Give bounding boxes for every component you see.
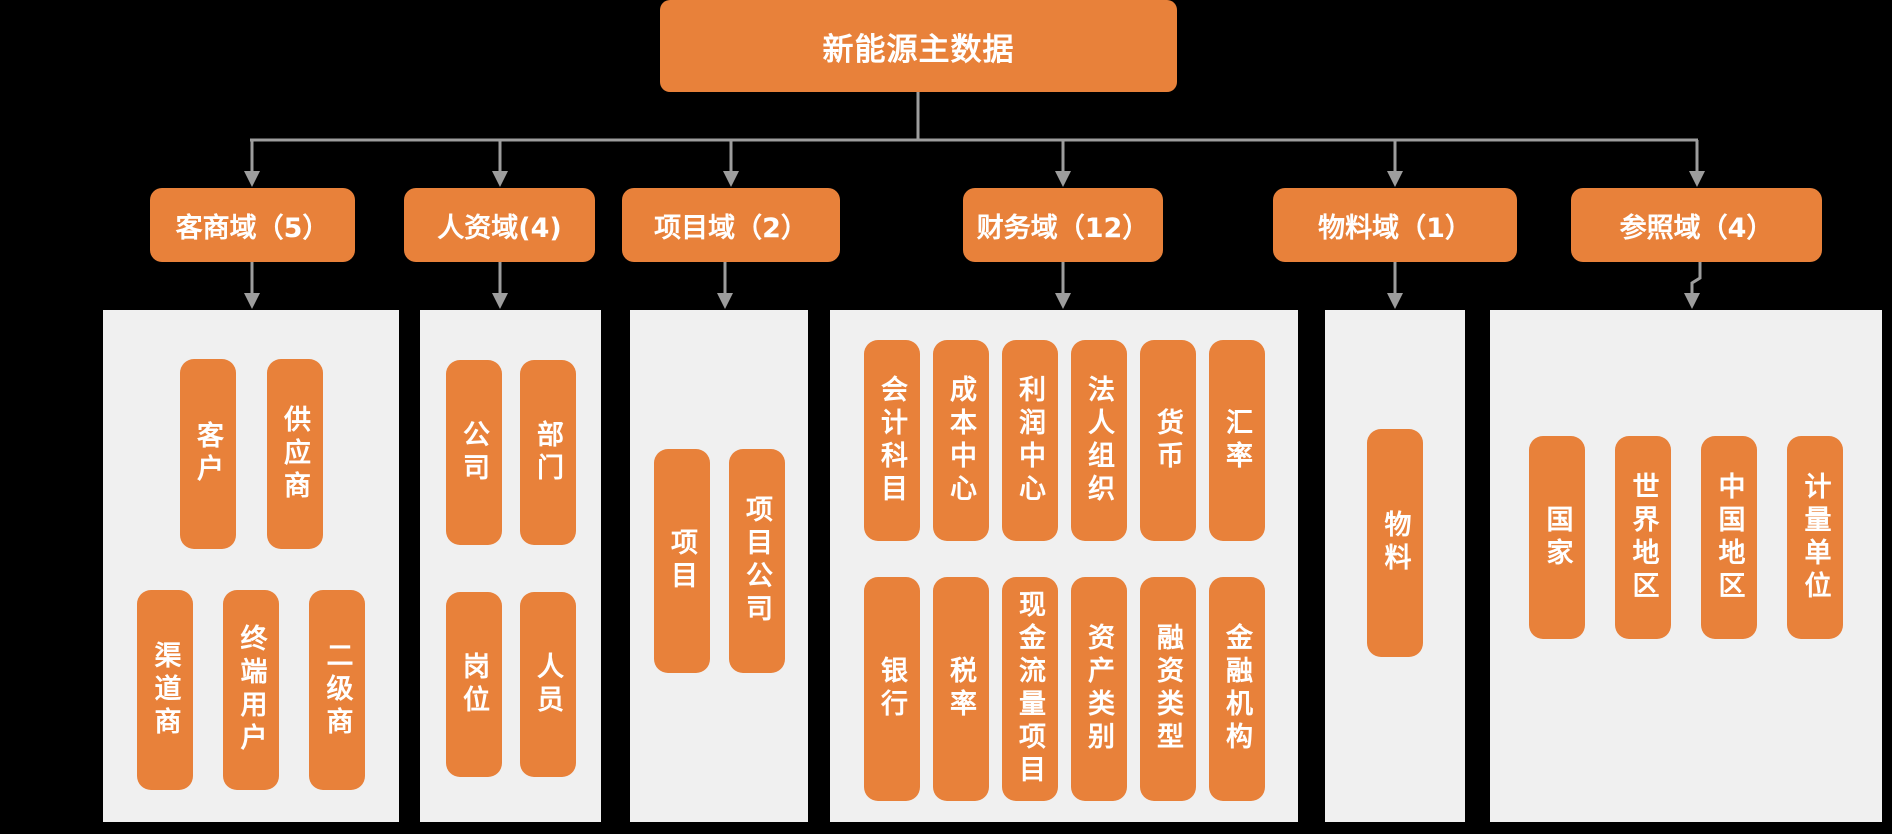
asset-category-pill: 资产类别 xyxy=(1070,577,1127,801)
pill-row: 渠道商 终端用户 二级商 xyxy=(137,590,365,790)
panel-material: 物料 xyxy=(1325,310,1465,822)
end-user-pill: 终端用户 xyxy=(223,590,279,790)
domain-header-material: 物料域（1） xyxy=(1273,188,1517,262)
currency-pill: 货币 xyxy=(1139,340,1196,541)
position-pill: 岗位 xyxy=(445,592,502,777)
pill-row: 国家 世界地区 中国地区 计量单位 xyxy=(1529,436,1843,639)
customer-pill: 客户 xyxy=(179,359,236,549)
financing-type-pill: 融资类型 xyxy=(1139,577,1196,801)
country-pill: 国家 xyxy=(1529,436,1585,639)
domain-header-human-resources: 人资域(4) xyxy=(404,188,595,262)
world-region-pill: 世界地区 xyxy=(1615,436,1671,639)
panel-finance: 会计科目 成本中心 利润中心 法人组织 货币 汇率 银行 税率 现金流量项目 资… xyxy=(830,310,1298,822)
cash-flow-item-pill: 现金流量项目 xyxy=(1001,577,1058,801)
pill-row: 岗位 人员 xyxy=(445,592,576,777)
project-pill: 项目 xyxy=(653,449,710,673)
domain-header-reference: 参照域（4） xyxy=(1571,188,1822,262)
tax-rate-pill: 税率 xyxy=(932,577,989,801)
root-node: 新能源主数据 xyxy=(660,0,1177,92)
pill-row: 公司 部门 xyxy=(445,360,576,545)
material-pill: 物料 xyxy=(1367,429,1423,657)
domain-header-finance: 财务域（12） xyxy=(963,188,1163,262)
supplier-pill: 供应商 xyxy=(266,359,323,549)
measure-unit-pill: 计量单位 xyxy=(1787,436,1843,639)
bank-pill: 银行 xyxy=(863,577,920,801)
panel-project: 项目 项目公司 xyxy=(630,310,808,822)
exchange-rate-pill: 汇率 xyxy=(1208,340,1265,541)
domain-header-project: 项目域（2） xyxy=(622,188,840,262)
pill-row: 会计科目 成本中心 利润中心 法人组织 货币 汇率 xyxy=(863,340,1265,541)
project-company-pill: 项目公司 xyxy=(728,449,785,673)
pill-row: 银行 税率 现金流量项目 资产类别 融资类型 金融机构 xyxy=(863,577,1265,801)
department-pill: 部门 xyxy=(519,360,576,545)
accounting-subject-pill: 会计科目 xyxy=(863,340,920,541)
panel-reference: 国家 世界地区 中国地区 计量单位 xyxy=(1490,310,1882,822)
company-pill: 公司 xyxy=(445,360,502,545)
pill-row: 客户 供应商 xyxy=(179,359,323,549)
panel-customer-vendor: 客户 供应商 渠道商 终端用户 二级商 xyxy=(103,310,399,822)
domain-header-customer-vendor: 客商域（5） xyxy=(150,188,355,262)
secondary-dealer-pill: 二级商 xyxy=(309,590,365,790)
china-region-pill: 中国地区 xyxy=(1701,436,1757,639)
cost-center-pill: 成本中心 xyxy=(932,340,989,541)
channel-dealer-pill: 渠道商 xyxy=(137,590,193,790)
personnel-pill: 人员 xyxy=(519,592,576,777)
pill-row: 项目 项目公司 xyxy=(653,449,785,673)
financial-institution-pill: 金融机构 xyxy=(1208,577,1265,801)
pill-row: 物料 xyxy=(1367,429,1423,657)
panel-human-resources: 公司 部门 岗位 人员 xyxy=(420,310,601,822)
profit-center-pill: 利润中心 xyxy=(1001,340,1058,541)
legal-entity-pill: 法人组织 xyxy=(1070,340,1127,541)
